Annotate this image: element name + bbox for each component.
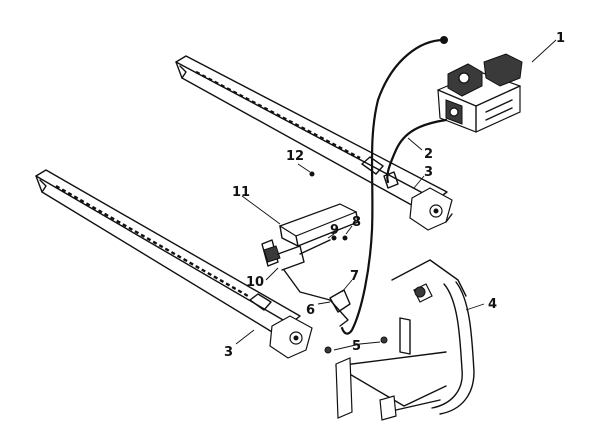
screws: [324, 336, 388, 354]
mounting-frame: [335, 259, 475, 421]
callout-7: 7: [350, 269, 359, 284]
callout-9: 9: [330, 223, 339, 238]
callout-4: 4: [488, 297, 497, 312]
callout-8: 8: [352, 215, 361, 230]
callout-5: 5: [352, 339, 361, 354]
callout-1: 1: [556, 31, 565, 46]
burner-bracket: [278, 171, 359, 247]
callout-11: 11: [232, 185, 250, 200]
upper-burner-tube: [175, 55, 453, 231]
callout-10: 10: [246, 275, 264, 290]
leader-lines: [235, 39, 557, 351]
callout-6: 6: [306, 303, 315, 318]
supply-tube: [383, 118, 448, 189]
callout-3-upper: 3: [424, 165, 433, 180]
callout-3-lower: 3: [224, 345, 233, 360]
lower-burner-tube: [35, 169, 313, 359]
pilot-assembly: [261, 235, 351, 327]
callout-2: 2: [424, 147, 433, 162]
gas-valve: [437, 36, 523, 133]
callout-12: 12: [286, 149, 304, 164]
pilot-gas-line: [340, 38, 446, 335]
